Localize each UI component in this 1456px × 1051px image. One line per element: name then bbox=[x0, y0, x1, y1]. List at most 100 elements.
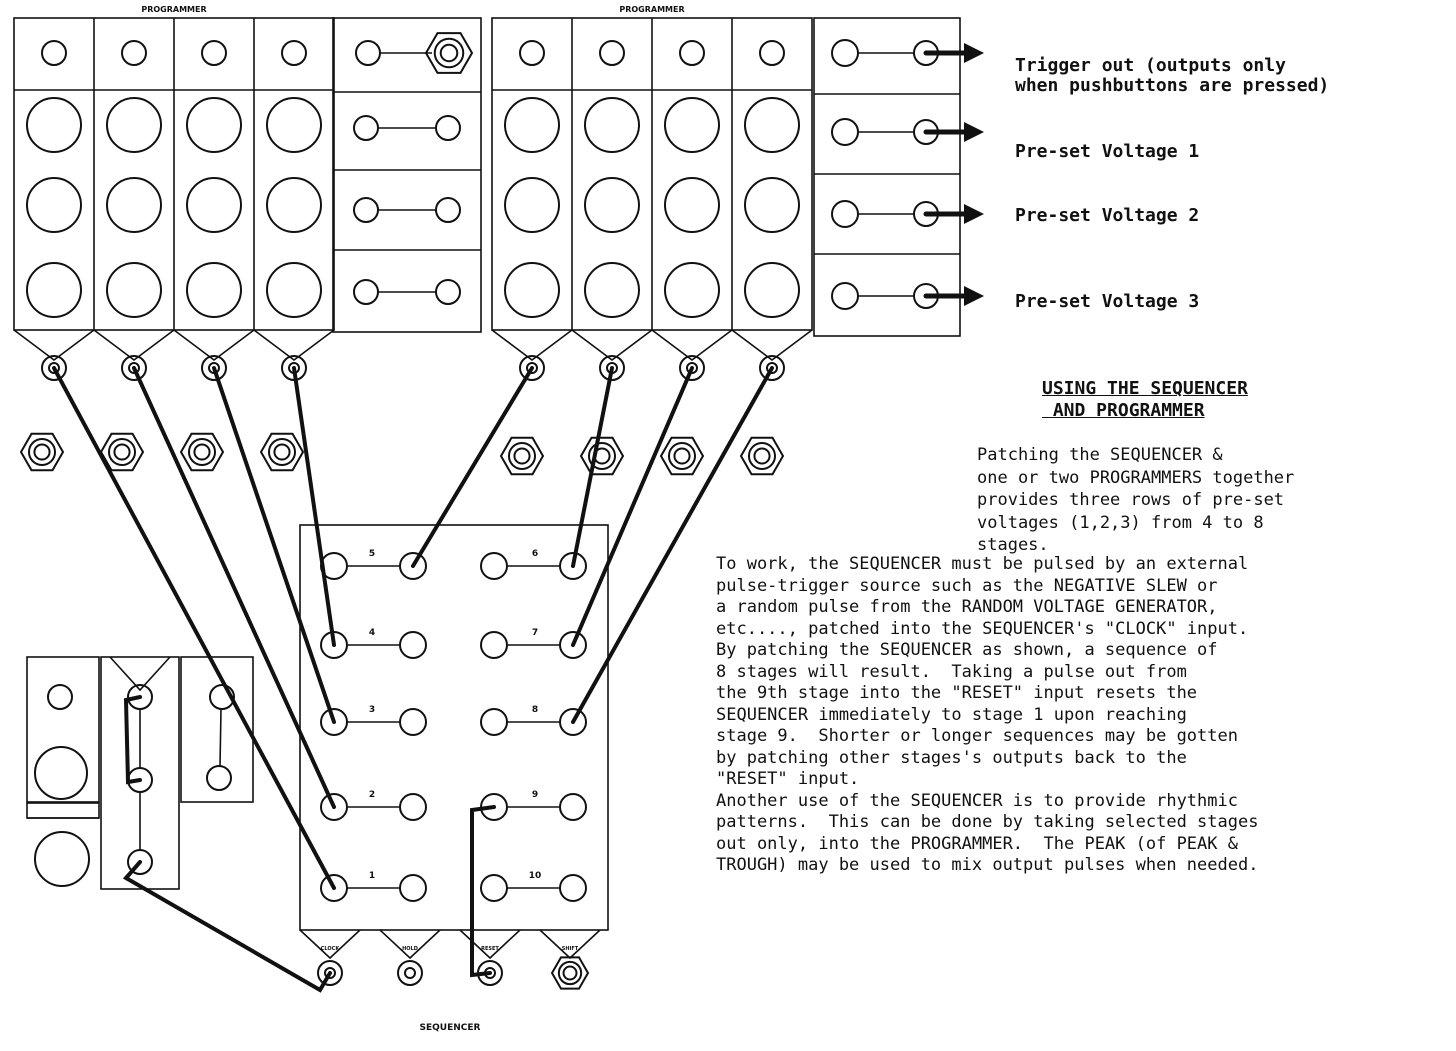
panel-nut bbox=[179, 432, 225, 472]
switch-panel-jack bbox=[353, 279, 379, 305]
output-panel-jack bbox=[831, 282, 859, 310]
sequencer-panel bbox=[299, 524, 609, 931]
nut-ring bbox=[507, 441, 537, 471]
nut-hole bbox=[673, 447, 691, 465]
programmer-right-output-funnel bbox=[731, 329, 813, 361]
programmer-left-output-funnel bbox=[173, 329, 255, 361]
nut-ring bbox=[187, 437, 217, 467]
aux-jack bbox=[127, 684, 153, 710]
nut-ring bbox=[747, 441, 777, 471]
nut-hole bbox=[513, 447, 531, 465]
sequencer-stage-jack bbox=[480, 708, 508, 736]
module-panels bbox=[13, 17, 961, 960]
programmer-right-button bbox=[599, 40, 625, 66]
switch-panel-nut bbox=[424, 32, 474, 74]
programmer-right-output-jack-center bbox=[526, 362, 538, 374]
sequencer-stage-output-jack bbox=[559, 708, 587, 736]
output-panel-jack bbox=[831, 39, 859, 67]
programmer-left-knob-row3 bbox=[26, 262, 82, 318]
nut-outline bbox=[19, 432, 65, 472]
programmer-left-knob-row3 bbox=[106, 262, 162, 318]
panel-nut bbox=[659, 436, 705, 476]
programmer-right-knob-row2 bbox=[584, 177, 640, 233]
aux-link bbox=[219, 708, 222, 767]
nut-outline bbox=[179, 432, 225, 472]
sequencer-stage-output-jack bbox=[559, 874, 587, 902]
sequencer-bottom-funnel bbox=[299, 929, 361, 960]
sequencer-bottom-jack bbox=[317, 960, 343, 986]
nut-outline bbox=[579, 436, 625, 476]
sequencer-stage-output-jack bbox=[399, 552, 427, 580]
switch-panel-jack bbox=[353, 115, 379, 141]
cable-aux-patch bbox=[123, 695, 142, 785]
sequencer-stage-output-jack bbox=[399, 793, 427, 821]
sequencer-stage-jack bbox=[480, 552, 508, 580]
sequencer-stage-jack bbox=[480, 874, 508, 902]
sequencer-bottom-label: HOLD bbox=[402, 946, 418, 952]
nut-hole bbox=[193, 443, 211, 461]
switch-panel-jack bbox=[435, 279, 461, 305]
sequencer-bottom-funnel bbox=[539, 929, 601, 960]
programmer-right-knob-row3 bbox=[744, 262, 800, 318]
programmer-right-knob-row1 bbox=[504, 97, 560, 153]
sequencer-stage-jack bbox=[320, 874, 348, 902]
sequencer-stage-jack bbox=[320, 708, 348, 736]
sequencer-bottom-label: RESET bbox=[481, 946, 499, 952]
jacks-and-knobs bbox=[19, 32, 939, 990]
output-panel bbox=[813, 17, 961, 337]
panel-nut bbox=[259, 432, 305, 472]
programmer-left-knob-row1 bbox=[26, 97, 82, 153]
programmer-right-title: PROGRAMMER bbox=[619, 5, 684, 14]
programmer-left-button bbox=[121, 40, 147, 66]
nut-outline bbox=[259, 432, 305, 472]
aux-module-mid bbox=[100, 656, 180, 890]
programmer-right-output-funnel bbox=[571, 329, 653, 361]
aux-module-right bbox=[180, 656, 254, 803]
programmer-right-output-jack bbox=[599, 355, 625, 381]
nut-outline bbox=[550, 956, 590, 990]
programmer-right-knob-row3 bbox=[504, 262, 560, 318]
sequencer-bottom-funnel bbox=[459, 929, 521, 960]
programmer-left-output-funnel bbox=[93, 329, 175, 361]
programmer-left-output-jack-center bbox=[128, 362, 140, 374]
programmer-left-output-jack bbox=[121, 355, 147, 381]
sequencer-stage-output-jack bbox=[399, 874, 427, 902]
programmer-left-button bbox=[201, 40, 227, 66]
programmer-left-output-funnel bbox=[13, 329, 95, 361]
panel-nut bbox=[19, 432, 65, 472]
switch-panel bbox=[332, 17, 482, 333]
nut-hole bbox=[753, 447, 771, 465]
nut-ring bbox=[267, 437, 297, 467]
programmer-left-button bbox=[281, 40, 307, 66]
sequencer-stage-jack bbox=[320, 793, 348, 821]
programmer-left-output-jack-center bbox=[48, 362, 60, 374]
notes-intro: Patching the SEQUENCER & one or two PROG… bbox=[977, 445, 1295, 555]
nut-outline bbox=[499, 436, 545, 476]
programmer-right-output-jack-center bbox=[766, 362, 778, 374]
legend-preset-voltage-1: Pre-set Voltage 1 bbox=[1015, 141, 1200, 162]
sequencer-stage-number: 7 bbox=[532, 628, 538, 638]
cable-aux-to-clock bbox=[122, 860, 332, 993]
sequencer-stage-output-jack bbox=[559, 793, 587, 821]
legend-trigger-out: Trigger out (outputs only when pushbutto… bbox=[1015, 55, 1330, 96]
aux-jack bbox=[127, 849, 153, 875]
nut-ring bbox=[433, 37, 465, 69]
programmer-left-knob-row3 bbox=[266, 262, 322, 318]
programmer-left-knob-row2 bbox=[106, 177, 162, 233]
programmer-left-output-funnel bbox=[253, 329, 335, 361]
nut-outline bbox=[424, 32, 474, 74]
sequencer-bottom-jack bbox=[397, 960, 423, 986]
cable-programmer-to-stage-7 bbox=[571, 366, 694, 647]
programmer-right-output-jack bbox=[759, 355, 785, 381]
sequencer-stage-number: 10 bbox=[529, 871, 542, 881]
cable-programmer-to-stage-3 bbox=[212, 366, 336, 724]
sequencer-stage-number: 3 bbox=[369, 705, 375, 715]
sequencer-stage-number: 2 bbox=[369, 790, 375, 800]
switch-panel-jack bbox=[435, 197, 461, 223]
output-panel-jack bbox=[831, 200, 859, 228]
sequencer-stage-number: 5 bbox=[369, 549, 375, 559]
programmer-left-knob-row1 bbox=[106, 97, 162, 153]
panel-nut bbox=[499, 436, 545, 476]
